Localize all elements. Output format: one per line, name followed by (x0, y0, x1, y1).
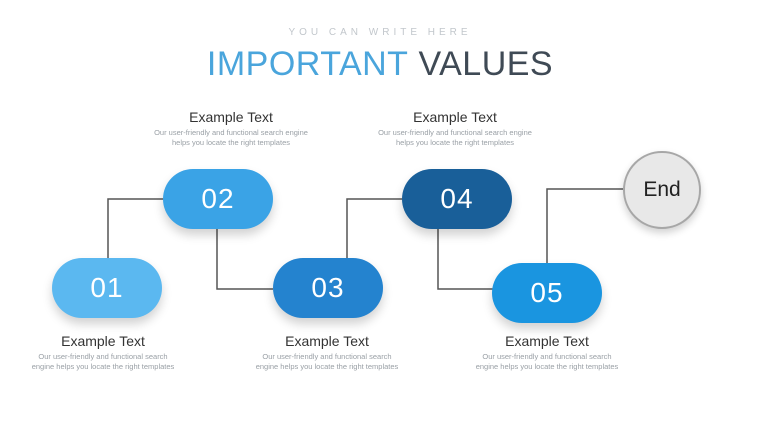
caption-step-02: Example Text Our user-friendly and funct… (146, 109, 316, 148)
step-02-node: 02 (163, 169, 273, 229)
caption-step-03: Example Text Our user-friendly and funct… (252, 333, 402, 372)
connector-04-05 (437, 228, 493, 290)
caption-body: Our user-friendly and functional search … (154, 128, 308, 147)
end-label: End (643, 178, 681, 201)
caption-heading: Example Text (61, 333, 145, 349)
caption-step-05: Example Text Our user-friendly and funct… (472, 333, 622, 372)
caption-step-04: Example Text Our user-friendly and funct… (370, 109, 540, 148)
connector-02-03 (216, 228, 273, 290)
connector-03-04 (346, 198, 403, 258)
caption-heading: Example Text (413, 109, 497, 125)
step-04-node: 04 (402, 169, 512, 229)
caption-step-01: Example Text Our user-friendly and funct… (28, 333, 178, 372)
caption-body: Our user-friendly and functional search … (255, 352, 399, 371)
title-part-2: VALUES (418, 45, 554, 83)
step-05-label: 05 (530, 277, 564, 308)
connector-01-02 (107, 198, 165, 258)
caption-heading: Example Text (189, 109, 273, 125)
step-03-label: 03 (311, 272, 345, 303)
caption-body: Our user-friendly and functional search … (378, 128, 532, 147)
kicker-text: YOU CAN WRITE HERE (288, 27, 472, 38)
step-02-label: 02 (201, 183, 235, 214)
connector-05-end (546, 188, 623, 263)
step-05-node: 05 (492, 263, 602, 323)
step-03-node: 03 (273, 258, 383, 318)
caption-body: Our user-friendly and functional search … (475, 352, 619, 371)
title-part-1: IMPORTANT (206, 45, 409, 83)
step-04-label: 04 (440, 183, 474, 214)
caption-heading: Example Text (505, 333, 589, 349)
end-node: End (623, 151, 701, 229)
step-01-node: 01 (52, 258, 162, 318)
caption-body: Our user-friendly and functional search … (31, 352, 175, 371)
step-01-label: 01 (90, 272, 124, 303)
caption-heading: Example Text (285, 333, 369, 349)
